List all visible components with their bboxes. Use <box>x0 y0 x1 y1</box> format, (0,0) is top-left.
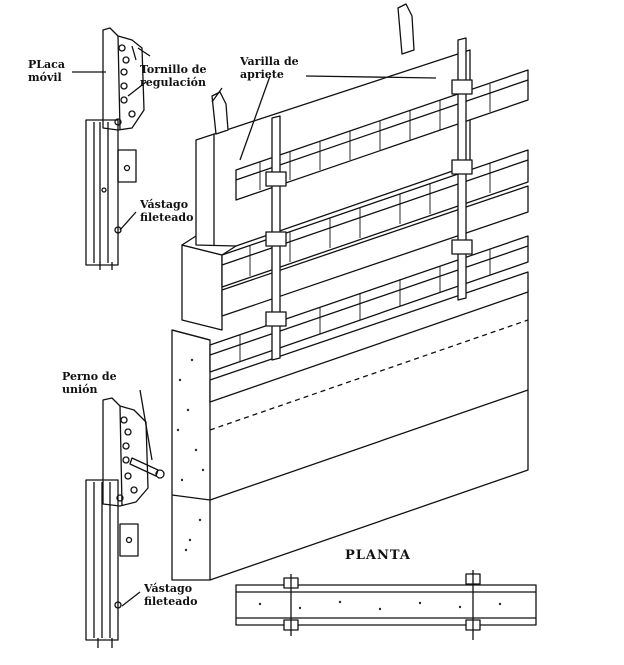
bottom-clamp-detail <box>85 389 165 648</box>
label-placa-movil: PLaca móvil <box>28 58 65 84</box>
label-planta: PLANTA <box>345 548 411 563</box>
label-varilla-apriete: Varilla de apriete <box>240 55 299 81</box>
label-perno-union: Perno de unión <box>62 370 117 396</box>
top-clamp-detail <box>72 27 151 270</box>
label-tornillo-regulacion: Tornillo de regulación <box>140 63 207 89</box>
label-vastago-fileteado-bottom: Vástago fileteado <box>144 582 198 608</box>
formwork-wall <box>171 3 529 581</box>
plan-view <box>235 570 537 640</box>
label-vastago-fileteado-top: Vástago fileteado <box>140 198 194 224</box>
